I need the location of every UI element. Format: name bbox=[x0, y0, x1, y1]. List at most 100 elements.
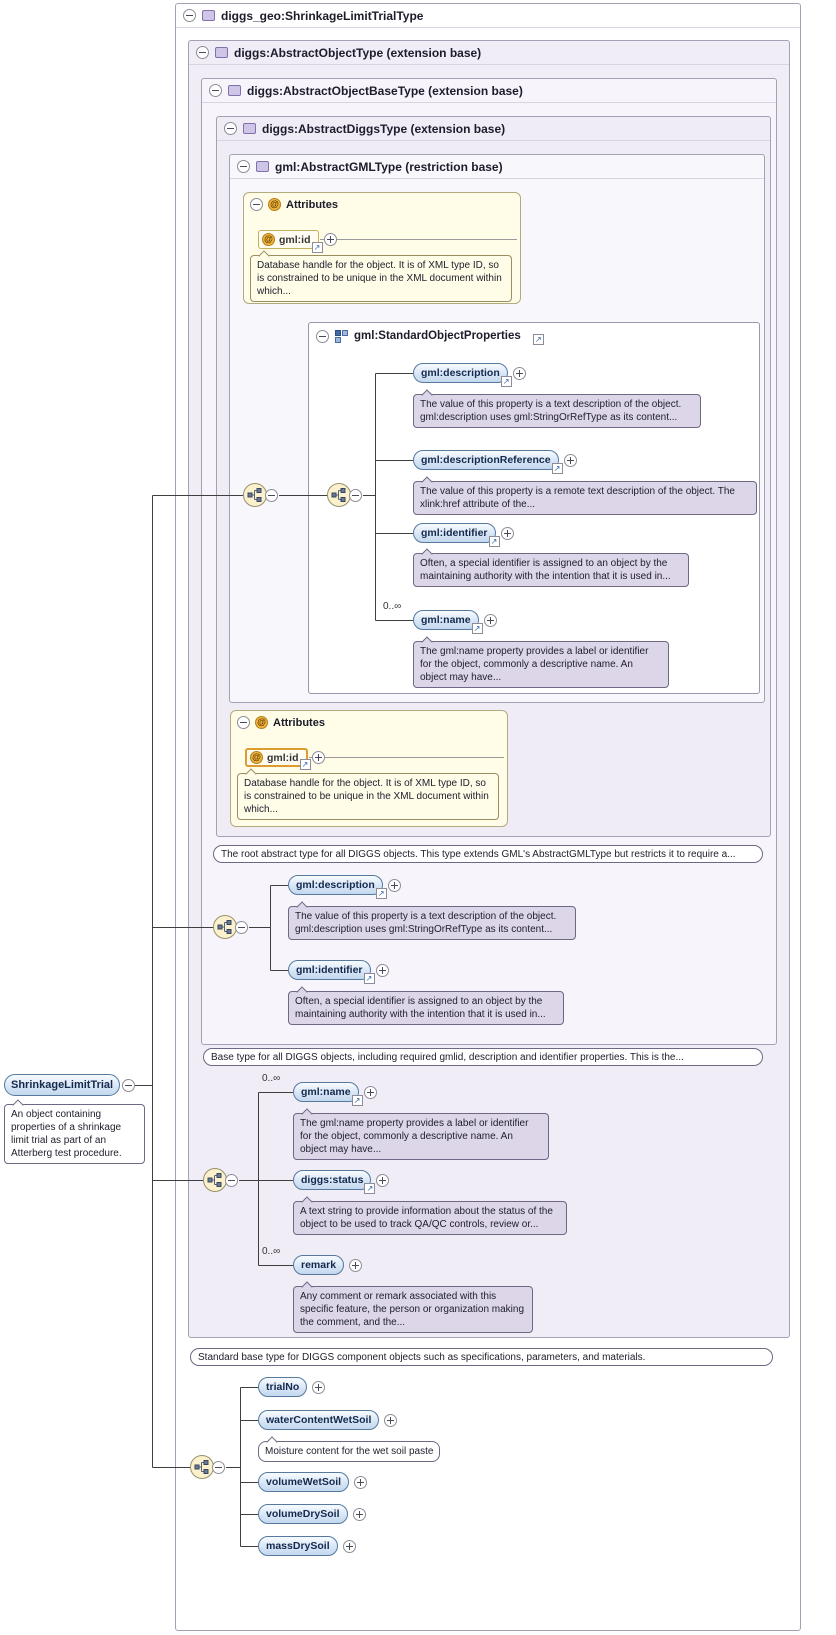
link-icon[interactable] bbox=[364, 1183, 376, 1194]
sequence-glyph-icon bbox=[247, 488, 262, 502]
expand-icon[interactable] bbox=[387, 878, 401, 892]
expand-icon[interactable] bbox=[375, 963, 389, 977]
complextype-icon bbox=[243, 123, 256, 134]
element-doc: Often, a special identifier is assigned … bbox=[288, 991, 564, 1025]
element-pill-gml-name[interactable]: gml:name bbox=[413, 610, 497, 634]
complextype-icon bbox=[215, 47, 228, 58]
element-pill-shrinkage-limit-trial[interactable]: ShrinkageLimitTrial bbox=[4, 1074, 121, 1096]
element-doc: A text string to provide information abo… bbox=[293, 1201, 567, 1235]
link-icon[interactable] bbox=[532, 333, 544, 345]
element-pill-volume-dry-soil[interactable]: volumeDrySoil bbox=[258, 1504, 366, 1524]
attribute-pill-gml-id[interactable]: gml:id bbox=[258, 230, 337, 253]
annotation-abstract-object-base: Base type for all DIGGS objects, includi… bbox=[203, 1048, 763, 1066]
expand-icon[interactable] bbox=[323, 233, 337, 246]
type-box-header: diggs:AbstractDiggsType (extension base) bbox=[217, 117, 770, 141]
element-doc: The value of this property is a text des… bbox=[288, 906, 576, 940]
element-name: gml:descriptionReference bbox=[421, 454, 551, 466]
complextype-icon bbox=[256, 161, 269, 172]
expand-icon[interactable] bbox=[563, 453, 577, 467]
occurrence-label: 0..∞ bbox=[262, 1073, 281, 1084]
collapse-icon[interactable] bbox=[349, 489, 362, 502]
type-box-header: diggs_geo:ShrinkageLimitTrialType bbox=[176, 4, 800, 28]
expand-icon[interactable] bbox=[384, 1413, 398, 1427]
expand-icon[interactable] bbox=[342, 1539, 356, 1553]
element-pill-gml-description[interactable]: gml:description bbox=[413, 363, 526, 387]
sequence-glyph-icon bbox=[207, 1173, 222, 1187]
element-doc: Any comment or remark associated with th… bbox=[293, 1286, 533, 1333]
link-icon[interactable] bbox=[500, 376, 512, 387]
expand-icon[interactable] bbox=[311, 751, 325, 764]
collapse-icon[interactable] bbox=[196, 46, 209, 59]
expand-icon[interactable] bbox=[354, 1475, 368, 1489]
element-pill-gml-description[interactable]: gml:description bbox=[288, 875, 401, 899]
collapse-icon[interactable] bbox=[209, 84, 222, 97]
attribute-pill-gml-id[interactable]: gml:id bbox=[245, 748, 325, 770]
element-pill-water-content-wet-soil[interactable]: waterContentWetSoil bbox=[258, 1410, 398, 1430]
expand-icon[interactable] bbox=[349, 1258, 363, 1272]
expand-icon[interactable] bbox=[500, 526, 514, 540]
expand-icon[interactable] bbox=[312, 1380, 326, 1394]
element-pill-diggs-status[interactable]: diggs:status bbox=[293, 1170, 390, 1194]
collapse-icon[interactable] bbox=[235, 921, 248, 934]
collapse-icon[interactable] bbox=[237, 716, 250, 729]
expand-icon[interactable] bbox=[376, 1173, 390, 1187]
sequence-icon[interactable] bbox=[243, 483, 267, 507]
collapse-icon[interactable] bbox=[212, 1461, 225, 1474]
collapse-icon[interactable] bbox=[265, 489, 278, 502]
type-box-header: gml:AbstractGMLType (restriction base) bbox=[230, 155, 764, 179]
link-icon[interactable] bbox=[363, 973, 375, 984]
annotation-abstract-object: Standard base type for DIGGS component o… bbox=[190, 1348, 773, 1366]
complextype-icon bbox=[228, 85, 241, 96]
element-name: gml:identifier bbox=[421, 527, 488, 539]
element-pill-mass-dry-soil[interactable]: massDrySoil bbox=[258, 1536, 356, 1556]
element-pill-gml-description-reference[interactable]: gml:descriptionReference bbox=[413, 450, 577, 474]
element-name: gml:name bbox=[421, 614, 471, 626]
link-icon[interactable] bbox=[311, 242, 323, 253]
element-name: volumeDrySoil bbox=[266, 1508, 340, 1520]
type-name: diggs_geo:ShrinkageLimitTrialType bbox=[221, 8, 424, 23]
element-pill-remark[interactable]: remark bbox=[293, 1255, 363, 1275]
collapse-icon[interactable] bbox=[183, 9, 196, 22]
element-pill-volume-wet-soil[interactable]: volumeWetSoil bbox=[258, 1472, 368, 1492]
expand-icon[interactable] bbox=[483, 613, 497, 627]
link-icon[interactable] bbox=[351, 1095, 363, 1106]
collapse-icon[interactable] bbox=[237, 160, 250, 173]
element-doc: Moisture content for the wet soil paste bbox=[258, 1441, 441, 1462]
element-name: gml:name bbox=[301, 1086, 351, 1098]
occurrence-label: 0..∞ bbox=[262, 1246, 281, 1257]
element-pill-gml-name[interactable]: gml:name bbox=[293, 1082, 377, 1106]
collapse-icon[interactable] bbox=[250, 198, 263, 211]
sequence-glyph-icon bbox=[217, 920, 232, 934]
type-box-header: diggs:AbstractObjectBaseType (extension … bbox=[202, 79, 776, 103]
element-pill-trial-no[interactable]: trialNo bbox=[258, 1377, 326, 1397]
link-icon[interactable] bbox=[488, 536, 500, 547]
attributes-header-label: Attributes bbox=[273, 716, 325, 729]
element-pill-gml-identifier[interactable]: gml:identifier bbox=[288, 960, 389, 984]
attribute-doc: Database handle for the object. It is of… bbox=[250, 255, 512, 302]
element-doc: The gml:name property provides a label o… bbox=[413, 641, 669, 688]
expand-icon[interactable] bbox=[352, 1507, 366, 1521]
expand-icon[interactable] bbox=[363, 1085, 377, 1099]
link-icon[interactable] bbox=[299, 759, 311, 770]
sequence-icon[interactable] bbox=[190, 1455, 214, 1479]
sequence-icon[interactable] bbox=[327, 483, 351, 507]
link-icon[interactable] bbox=[551, 463, 563, 474]
type-box-header: diggs:AbstractObjectType (extension base… bbox=[189, 41, 789, 65]
collapse-icon[interactable] bbox=[224, 122, 237, 135]
element-name: gml:identifier bbox=[296, 964, 363, 976]
collapse-icon[interactable] bbox=[122, 1079, 135, 1092]
complextype-icon bbox=[202, 10, 215, 21]
expand-icon[interactable] bbox=[512, 366, 526, 380]
collapse-icon[interactable] bbox=[316, 329, 329, 343]
sequence-icon[interactable] bbox=[213, 915, 237, 939]
collapse-icon[interactable] bbox=[225, 1174, 238, 1187]
element-doc: The value of this property is a remote t… bbox=[413, 481, 757, 515]
link-icon[interactable] bbox=[375, 888, 387, 899]
element-name: gml:description bbox=[296, 879, 375, 891]
element-doc: The value of this property is a text des… bbox=[413, 394, 701, 428]
sequence-icon[interactable] bbox=[203, 1168, 227, 1192]
attribute-name: gml:id bbox=[279, 233, 311, 246]
attribute-icon bbox=[255, 716, 268, 729]
element-pill-gml-identifier[interactable]: gml:identifier bbox=[413, 523, 514, 547]
link-icon[interactable] bbox=[471, 623, 483, 634]
